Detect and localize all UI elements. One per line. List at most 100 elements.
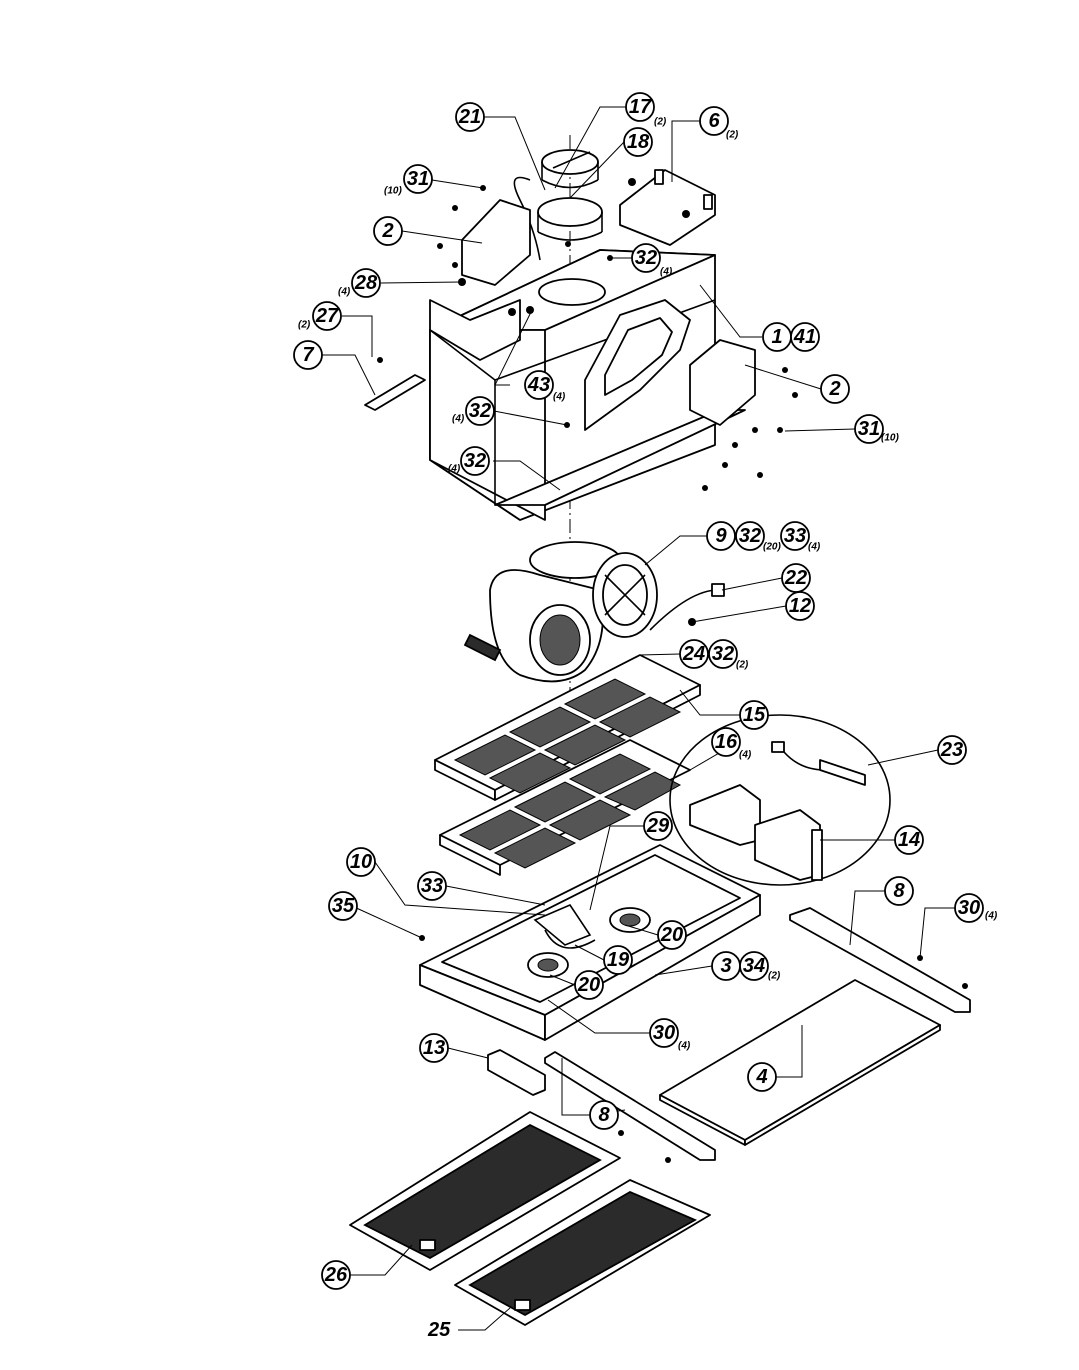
balloon-label: 8	[893, 880, 905, 902]
balloon-label: 33	[421, 875, 443, 897]
bracket-slot	[654, 169, 664, 185]
balloon-label: 10	[350, 851, 372, 873]
balloon-label: 16	[715, 731, 738, 753]
balloon-part-2	[373, 216, 403, 246]
quantity-label: (4)	[452, 414, 465, 425]
quantity-label: (2)	[298, 320, 311, 331]
balloon-part-19	[603, 945, 633, 975]
balloon-part-32	[708, 639, 738, 669]
balloon-label: 33	[784, 525, 806, 547]
balloon-part-32	[465, 396, 495, 426]
balloon-part-20	[574, 970, 604, 1000]
grease-filter-part-15	[434, 654, 701, 801]
balloon-label: 31	[407, 168, 429, 190]
quantity-label: (10)	[881, 433, 899, 444]
balloon-label: 28	[354, 272, 378, 294]
quantity-label: (4)	[553, 392, 566, 403]
balloon-part-12	[785, 591, 815, 621]
quantity-label: (4)	[808, 542, 821, 553]
side-cover-part-2-right	[689, 339, 756, 426]
balloon-label: 1	[771, 326, 782, 348]
balloon-label: 2	[828, 378, 840, 400]
balloon-label: 29	[646, 815, 670, 837]
mounting-bracket-part-6	[619, 169, 716, 246]
balloon-part-18	[623, 127, 653, 157]
balloon-part-21	[455, 102, 485, 132]
front-panel-part-4	[659, 979, 941, 1146]
balloon-label: 20	[660, 924, 683, 946]
control-detail-callout	[669, 714, 891, 886]
balloon-part-31	[854, 414, 884, 444]
balloon-label: 21	[458, 106, 481, 128]
balloon-label: 32	[464, 450, 486, 472]
balloon-label: 18	[627, 131, 650, 153]
quantity-label: (4)	[660, 267, 673, 278]
balloon-label: 30	[653, 1022, 675, 1044]
balloon-label: 32	[712, 643, 734, 665]
balloon-part-24	[679, 639, 709, 669]
balloon-part-4	[747, 1062, 777, 1092]
balloon-part-31	[403, 164, 433, 194]
balloon-label: 7	[302, 344, 314, 366]
duct-collar-part-17	[541, 149, 599, 189]
part-number-balloons: 21 17 (2) 18 6 (2) 31 (10) 2 32 (4) 28 (…	[293, 92, 998, 1341]
mounting-bracket-part-6-left	[429, 299, 521, 361]
balloon-label: 27	[315, 305, 339, 327]
balloon-part-32	[631, 243, 661, 273]
balloon-label: 4	[755, 1066, 767, 1088]
balloon-part-13	[419, 1033, 449, 1063]
quantity-label: (4)	[678, 1041, 691, 1052]
leader-lines	[322, 106, 955, 1331]
quantity-label: (2)	[654, 117, 667, 128]
balloon-part-29	[643, 811, 673, 841]
balloon-label: 41	[793, 326, 816, 348]
quantity-label: (4)	[985, 911, 998, 922]
balloon-part-14	[894, 825, 924, 855]
balloon-part-8	[589, 1100, 619, 1130]
balloon-label: 9	[715, 525, 727, 547]
bracket-slot	[703, 194, 713, 210]
balloon-part-41	[790, 322, 820, 352]
balloon-label: 12	[789, 595, 811, 617]
balloon-label: 20	[577, 974, 600, 996]
balloon-part-8	[884, 876, 914, 906]
balloon-label: 22	[784, 567, 807, 589]
balloon-part-10	[346, 847, 376, 877]
balloon-part-2	[820, 374, 850, 404]
balloon-label: 13	[423, 1037, 445, 1059]
screws-upper	[377, 178, 798, 491]
balloon-part-30	[954, 893, 984, 923]
balloon-part-33	[780, 521, 810, 551]
switch-assembly-part-14	[689, 784, 823, 881]
quantity-label: (4)	[338, 287, 351, 298]
balloon-part-28	[351, 268, 381, 298]
blower-opening-frame	[584, 299, 691, 431]
balloon-label: 15	[743, 704, 766, 726]
blower-motor-assembly-part-9	[463, 541, 725, 683]
rail-part-8-left	[544, 1051, 716, 1161]
balloon-label: 35	[332, 895, 355, 917]
balloon-label: 26	[324, 1264, 348, 1286]
control-board-part-23	[771, 741, 866, 786]
balloon-part-43	[524, 370, 554, 400]
wire-harness-part-21	[513, 176, 541, 261]
quantity-label: (4)	[448, 464, 461, 475]
light-lens-part-13	[487, 1049, 546, 1096]
balloon-label: 31	[858, 418, 880, 440]
quantity-label: (10)	[384, 186, 402, 197]
base-pan-part-3	[419, 844, 761, 1041]
balloon-part-33	[417, 871, 447, 901]
balloon-part-15	[739, 700, 769, 730]
quantity-label: (2)	[736, 660, 749, 671]
quantity-label: (2)	[768, 971, 781, 982]
balloon-label: 32	[635, 247, 657, 269]
side-cover-part-2-left	[461, 199, 531, 286]
balloon-label: 14	[898, 829, 920, 851]
rail-part-8-right	[789, 907, 971, 1013]
balloon-label: 32	[469, 400, 491, 422]
balloon-part-16	[711, 727, 741, 757]
balloon-part-20	[657, 920, 687, 950]
quantity-label: (20)	[763, 542, 781, 553]
grease-filter-part-16	[439, 739, 691, 876]
